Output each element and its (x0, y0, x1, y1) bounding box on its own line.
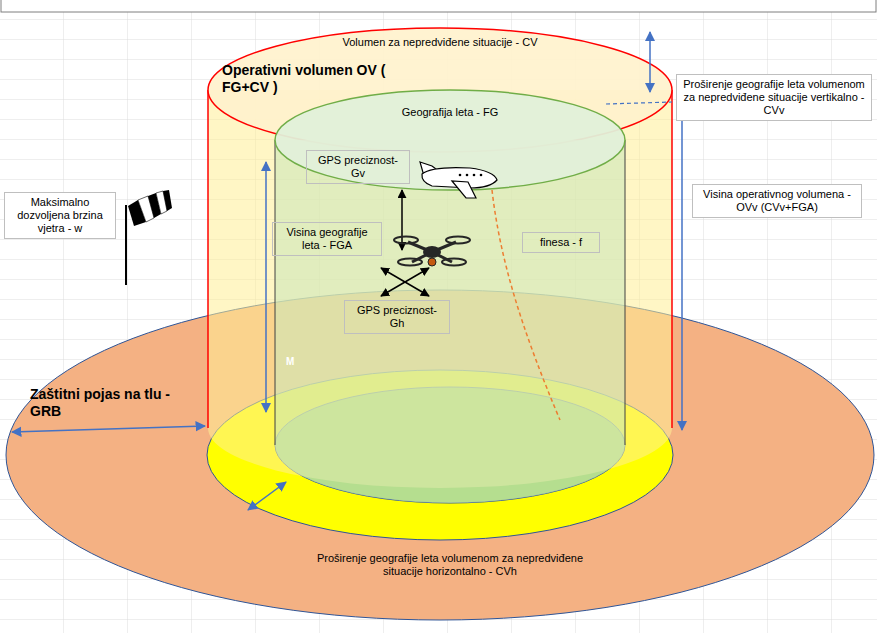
region-text: Proširenje geografije leta volumenom za … (305, 552, 595, 578)
box-text: GPS preciznost- Gv (311, 154, 405, 180)
note-box: Proširenje geografije leta volumenom za … (676, 74, 872, 121)
glide-path (492, 190, 560, 420)
cvh-arrow (248, 482, 286, 510)
fga-arrow (265, 162, 267, 412)
gps-horizontal-arrow (381, 268, 429, 296)
glide-box: finesa - f (522, 232, 600, 253)
wind-box: Maksimalno dozvoljena brzina vjetra - w (4, 192, 116, 239)
airplane (420, 162, 497, 198)
operational-volume: Volumen za nepredviđene situacije - CV Op… (208, 28, 672, 528)
gps-horizontal-arrow (381, 268, 429, 296)
flight-geography: Geografija leta - FG GPS preciznost- Gv Vi… (275, 90, 625, 510)
region-text: Zaštitni pojas na tlu - GRB (30, 386, 200, 420)
note-box: Visina operativnog volumena - OVv (CVv+F… (692, 184, 862, 218)
windsock (126, 190, 172, 285)
cvv-leader (606, 102, 672, 104)
region-text: Volumen za nepredviđene situacije - CV (325, 36, 555, 49)
box-text: Visina geografije leta - FGA (277, 226, 377, 252)
title-frame (1, 0, 876, 12)
marker-letter: M (286, 356, 294, 367)
drone (394, 237, 470, 267)
gps-box: GPS preciznost- Gv (306, 150, 410, 184)
box-text: Visina operativnog volumena - OVv (CVv+F… (697, 188, 857, 214)
height-box: Visina geografije leta - FGA (272, 222, 382, 256)
contingency-ring: Proširenje geografije leta volumenom za … (207, 370, 672, 540)
ground-buffer: Zaštitni pojas na tlu - GRBProširenje ge… (8, 290, 872, 620)
box-text: Maksimalno dozvoljena brzina vjetra - w (9, 196, 111, 235)
box-text: Proširenje geografije leta volumenom za … (681, 78, 867, 117)
box-text: GPS preciznost- Gh (349, 304, 445, 330)
cvv-arrow (649, 32, 651, 92)
gps-vertical-arrow (401, 190, 403, 250)
grb-arrow (12, 426, 205, 432)
region-text: Geografija leta - FG (355, 106, 545, 119)
fg-top (275, 90, 625, 190)
region-text: Operativni volumen OV ( FG+CV ) (222, 62, 397, 96)
ovv-arrow (681, 95, 683, 430)
gps-box: GPS preciznost- Gh (344, 300, 450, 334)
fg-body (275, 140, 625, 503)
box-text: finesa - f (527, 236, 595, 249)
